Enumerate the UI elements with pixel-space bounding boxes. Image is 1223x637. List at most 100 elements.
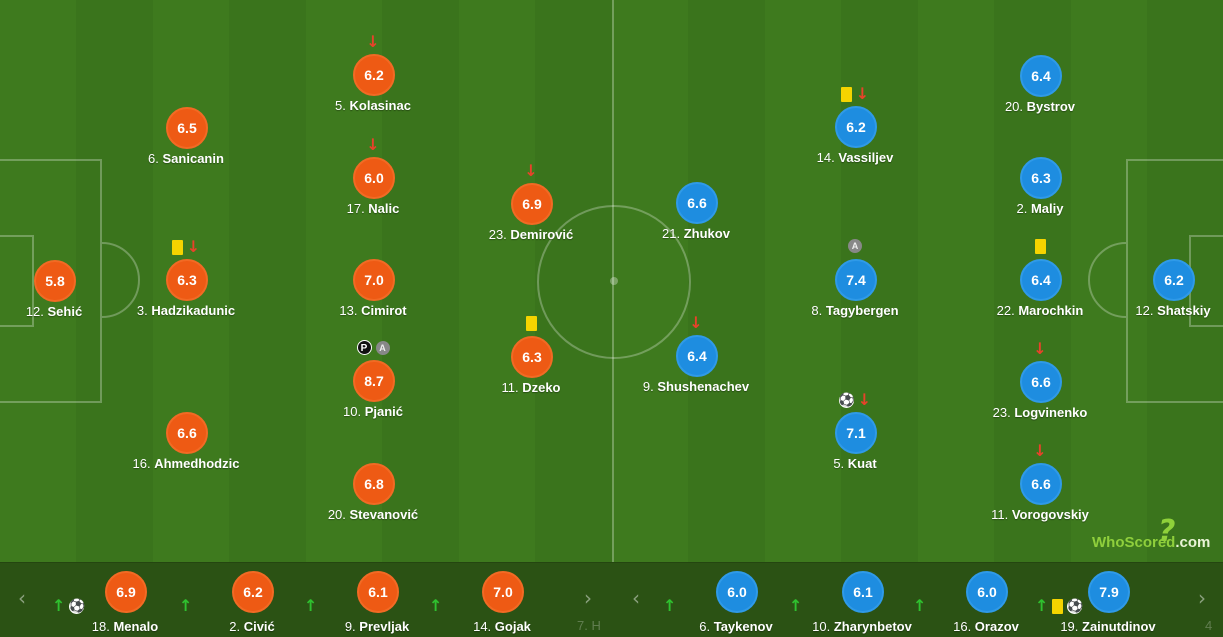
- player-name: Bystrov: [1026, 99, 1076, 114]
- player-events: ↑: [302, 598, 319, 616]
- player-name: Shushenachev: [657, 379, 750, 394]
- shirt-number: 22.: [996, 303, 1019, 318]
- player-rating: 6.6: [166, 412, 208, 454]
- shirt-number: 23.: [488, 227, 511, 242]
- sub-off-arrow-icon: ↓: [524, 161, 538, 180]
- shirt-number: 9.: [642, 379, 658, 394]
- shirt-number: 11.: [991, 507, 1012, 522]
- player-name: Orazov: [974, 619, 1019, 634]
- player-events: [313, 443, 433, 461]
- sub-off-arrow-icon: ↓: [857, 390, 872, 409]
- yellow-card-icon: [840, 86, 852, 102]
- player-rating: 7.4: [835, 259, 877, 301]
- player-events: [980, 35, 1100, 53]
- center-circle: [537, 205, 691, 359]
- player-events: [126, 392, 246, 410]
- logo-text: WhoScored: [1092, 534, 1176, 551]
- player-rating: 6.3: [166, 259, 208, 301]
- player-rating: 7.0: [353, 259, 395, 301]
- sub-on-arrow-icon: ↑: [913, 596, 927, 615]
- player-name-label: 23. Demirović: [451, 227, 611, 242]
- shirt-number: 10.: [812, 619, 834, 634]
- player-name-label: 2. Civić: [172, 619, 332, 634]
- player-rating: 6.1: [842, 571, 884, 613]
- player-name-label: 11. Vorogovskiy: [960, 507, 1120, 522]
- player-card[interactable]: 7.0 13. Cimirot: [313, 241, 433, 321]
- player-name: Kolasinac: [349, 98, 411, 113]
- player-name: Zainutdinov: [1082, 619, 1156, 634]
- player-rating: 6.1: [357, 571, 399, 613]
- player-rating: 6.0: [353, 157, 395, 199]
- chevron-left-icon[interactable]: ‹: [18, 586, 26, 610]
- player-name: Shatskiy: [1157, 303, 1211, 318]
- player-name: Zhukov: [683, 226, 730, 241]
- chevron-left-icon[interactable]: ‹: [632, 586, 640, 610]
- shirt-number: 9.: [344, 619, 360, 634]
- player-rating: 7.1: [835, 412, 877, 454]
- sub-on-arrow-icon: ↑: [429, 596, 443, 615]
- player-events: ↑: [177, 598, 194, 616]
- player-events: [980, 239, 1100, 257]
- chevron-right-icon[interactable]: ›: [1198, 586, 1206, 610]
- chevron-right-icon[interactable]: ›: [584, 586, 592, 610]
- shirt-number: 12.: [1135, 303, 1158, 318]
- player-name-label: 23. Logvinenko: [960, 405, 1120, 420]
- sub-off-arrow-icon: ↓: [689, 313, 703, 332]
- player-name-label: 11. Dzeko: [451, 380, 611, 395]
- shirt-number: 19.: [1060, 619, 1082, 634]
- sub-on-arrow-icon: ↑: [52, 596, 66, 615]
- shirt-number: 16.: [953, 619, 975, 634]
- player-rating: 6.9: [511, 183, 553, 225]
- player-name-label: 10. Zharynbetov: [782, 619, 942, 634]
- player-rating: 6.9: [105, 571, 147, 613]
- player-name: Logvinenko: [1014, 405, 1088, 420]
- sub-on-arrow-icon: ↑: [179, 596, 193, 615]
- player-events: ↓: [636, 315, 756, 333]
- player-rating: 6.2: [232, 571, 274, 613]
- player-rating: 6.3: [511, 336, 553, 378]
- player-name-label: 16. Ahmedhodzic: [106, 456, 266, 471]
- player-events: [0, 240, 114, 258]
- shirt-number: 10.: [343, 404, 365, 419]
- player-rating: 6.3: [1020, 157, 1062, 199]
- shirt-number: 13.: [339, 303, 362, 318]
- next-sub-peek: 4: [1205, 618, 1213, 633]
- away-penalty-area: [1126, 159, 1223, 403]
- player-name: Cimirot: [361, 303, 407, 318]
- player-events: ↑: [427, 598, 444, 616]
- player-name: Maliy: [1030, 201, 1064, 216]
- center-spot: [610, 277, 618, 285]
- sub-on-arrow-icon: ↑: [789, 596, 803, 615]
- sub-off-arrow-icon: ↓: [1033, 441, 1047, 460]
